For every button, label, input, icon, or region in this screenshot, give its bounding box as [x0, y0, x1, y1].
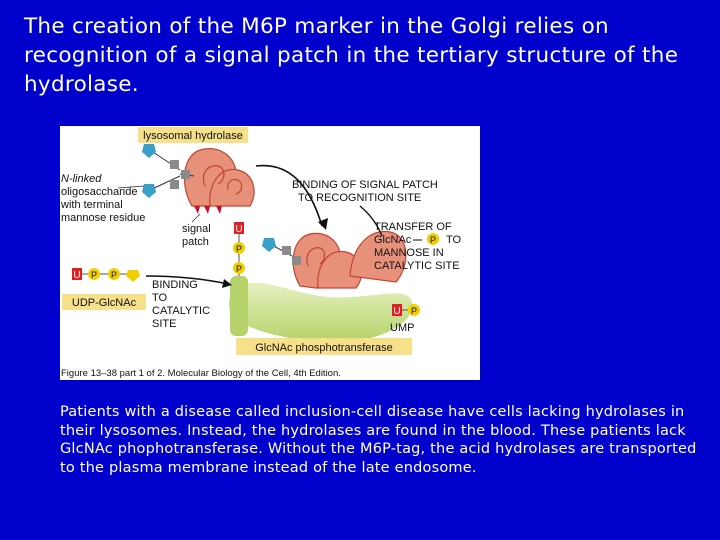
binding-signal-label-2: TO RECOGNITION SITE	[298, 192, 421, 204]
phosphate-icon	[427, 233, 439, 245]
m6p-diagram: lysosomal hydrolase N-linked oligosaccha…	[60, 127, 462, 379]
figure-caption: Figure 13–38 part 1 of 2. Molecular Biol…	[61, 368, 341, 379]
udp-glcnac-label: UDP-GlcNAc	[72, 297, 137, 309]
transfer-label-2b: TO	[446, 234, 462, 246]
n-linked-oligosaccharide-label: N-linked oligosaccharide with terminal m…	[60, 173, 145, 224]
n-linked-line-4: mannose residue	[61, 212, 145, 224]
udp-glcnac-label-box	[62, 294, 146, 310]
slide-title: The creation of the M6P marker in the Go…	[24, 14, 679, 97]
arrow-binding-catalytic	[145, 275, 229, 285]
signal-patch-label-2: patch	[182, 236, 209, 248]
phosphotransferase-enzyme-body	[228, 282, 413, 342]
binding-catalytic-label-4: SITE	[152, 318, 176, 330]
phosphate-label: P	[236, 244, 242, 254]
phosphotransferase-stalk	[230, 276, 248, 336]
hydrolase-protein-2	[292, 230, 407, 289]
phosphotransferase-label: GlcNAc phosphotransferase	[255, 342, 393, 354]
mannose-sugar-icon	[142, 184, 156, 198]
arrow-transfer	[359, 205, 383, 237]
hydrolase-protein-1	[183, 148, 255, 207]
phosphate-label: P	[111, 270, 117, 280]
uracil-label: U	[393, 306, 400, 317]
m6p-diagram-figure: lysosomal hydrolase N-linked oligosaccha…	[60, 126, 480, 380]
oligosaccharide-chain-2	[262, 238, 301, 265]
transfer-label-1: TRANSFER OF	[374, 221, 452, 233]
n-linked-line-2: oligosaccharide	[61, 186, 137, 198]
uracil-label: U	[235, 224, 242, 235]
transfer-label-2a: GlcNAc	[374, 234, 412, 246]
signal-patch-marks-1	[194, 206, 222, 214]
sugar-icon	[170, 180, 179, 189]
n-linked-line-3: with terminal	[60, 199, 123, 211]
signal-patch-label-1: signal	[182, 223, 211, 235]
uracil-label: U	[73, 270, 80, 281]
slide-body-text: Patients with a disease called inclusion…	[60, 404, 697, 476]
n-linked-line-1: N-linked	[61, 173, 102, 185]
ump-molecule: U P	[392, 304, 420, 317]
mannose-sugar-icon	[142, 144, 156, 158]
arrow-binding-signal	[255, 164, 323, 227]
lysosomal-hydrolase-label-box	[138, 127, 248, 143]
binding-signal-label-1: BINDING OF SIGNAL PATCH	[292, 179, 438, 191]
sugar-icon	[170, 160, 179, 169]
phosphate-label: P	[236, 264, 242, 274]
phosphate-label: P	[411, 306, 417, 316]
lysosomal-hydrolase-label: lysosomal hydrolase	[143, 130, 243, 142]
binding-catalytic-label-2: TO	[152, 292, 168, 304]
sugar-icon	[181, 170, 190, 179]
binding-catalytic-label: BINDING TO CATALYTIC SITE	[152, 279, 210, 330]
oligosaccharide-chain-1	[142, 144, 195, 198]
udp-glcnac-molecule: U P P	[72, 268, 140, 282]
binding-catalytic-label-3: CATALYTIC	[152, 305, 210, 317]
phosphotransferase-label-box	[236, 338, 412, 355]
binding-catalytic-label-1: BINDING	[152, 279, 198, 291]
ump-label: UMP	[390, 322, 414, 334]
phosphate-label: P	[91, 270, 97, 280]
transfer-label-3: MANNOSE IN	[374, 247, 444, 259]
transfer-label-4: CATALYTIC SITE	[374, 260, 460, 272]
transfer-label: TRANSFER OF GlcNAc TO MANNOSE IN CATALYT…	[374, 221, 462, 272]
phosphate-label: P	[430, 235, 436, 245]
